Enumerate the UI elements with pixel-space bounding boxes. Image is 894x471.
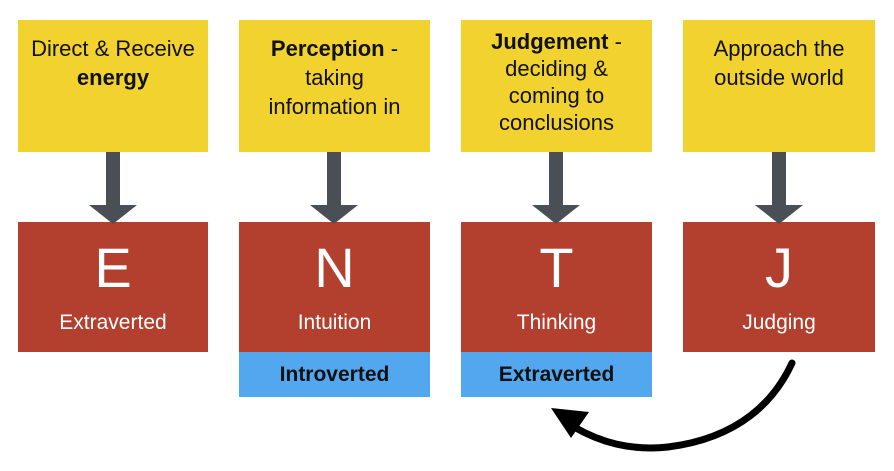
concept-fragment: outside world [714, 65, 844, 90]
concept-fragment-bold: Judgement [491, 29, 609, 54]
concept-fragment: Approach the [713, 36, 845, 61]
concept-fragment: information in [268, 94, 401, 119]
concept-line: Perception - [268, 34, 400, 63]
concept-fragment-bold: Perception [270, 36, 385, 61]
concept-line: energy [31, 63, 195, 92]
down-arrows [89, 152, 803, 224]
concept-fragment: taking [305, 65, 364, 90]
concept-line: taking [268, 63, 400, 92]
concept-text: Perception - taking information in [268, 34, 400, 121]
concept-text: Judgement - deciding & coming to conclus… [491, 28, 622, 136]
concept-box-outside-world: Approach the outside world [683, 20, 875, 152]
concept-fragment: - [384, 36, 399, 61]
concept-line: deciding & [491, 55, 622, 82]
concept-fragment: conclusions [499, 110, 614, 135]
type-word: Intuition [297, 311, 372, 334]
concept-fragment: Direct & Receive [31, 36, 195, 61]
type-box-t: T Thinking [461, 222, 652, 352]
curved-arrow [551, 359, 796, 452]
concept-box-perception: Perception - taking information in [239, 20, 430, 152]
type-letter: J [765, 236, 793, 299]
down-arrow-t [532, 152, 580, 224]
concept-line: outside world [714, 63, 845, 92]
down-arrow-n [310, 152, 358, 224]
type-word: Thinking [516, 311, 597, 334]
concept-line: Direct & Receive [31, 34, 195, 63]
concept-line: conclusions [491, 109, 622, 136]
down-arrow-e [89, 152, 137, 224]
down-arrow-j [755, 152, 803, 224]
concept-fragment-bold: energy [76, 65, 150, 90]
type-box-j: J Judging [683, 222, 875, 352]
type-letter: N [314, 236, 355, 299]
type-box-e: E Extraverted [18, 222, 208, 352]
concept-fragment: - [608, 29, 622, 54]
concept-line: Approach the [714, 34, 845, 63]
concept-line: information in [268, 92, 400, 121]
type-word: Extraverted [59, 311, 167, 334]
concept-fragment: deciding & [505, 56, 608, 81]
concept-text: Approach the outside world [714, 34, 845, 92]
concept-box-judgement: Judgement - deciding & coming to conclus… [461, 20, 652, 152]
type-word: Judging [742, 311, 816, 334]
concept-text: Direct & Receive energy [31, 34, 195, 92]
concept-box-energy: Direct & Receive energy [18, 20, 208, 152]
attitude-box-introverted: Introverted [239, 352, 430, 397]
type-box-n: N Intuition [239, 222, 430, 352]
concept-line: coming to [491, 82, 622, 109]
concept-line: Judgement - [491, 28, 622, 55]
type-letter: T [539, 236, 574, 299]
attitude-box-extraverted: Extraverted [461, 352, 652, 397]
type-letter: E [94, 236, 132, 299]
concept-fragment: coming to [508, 83, 605, 108]
